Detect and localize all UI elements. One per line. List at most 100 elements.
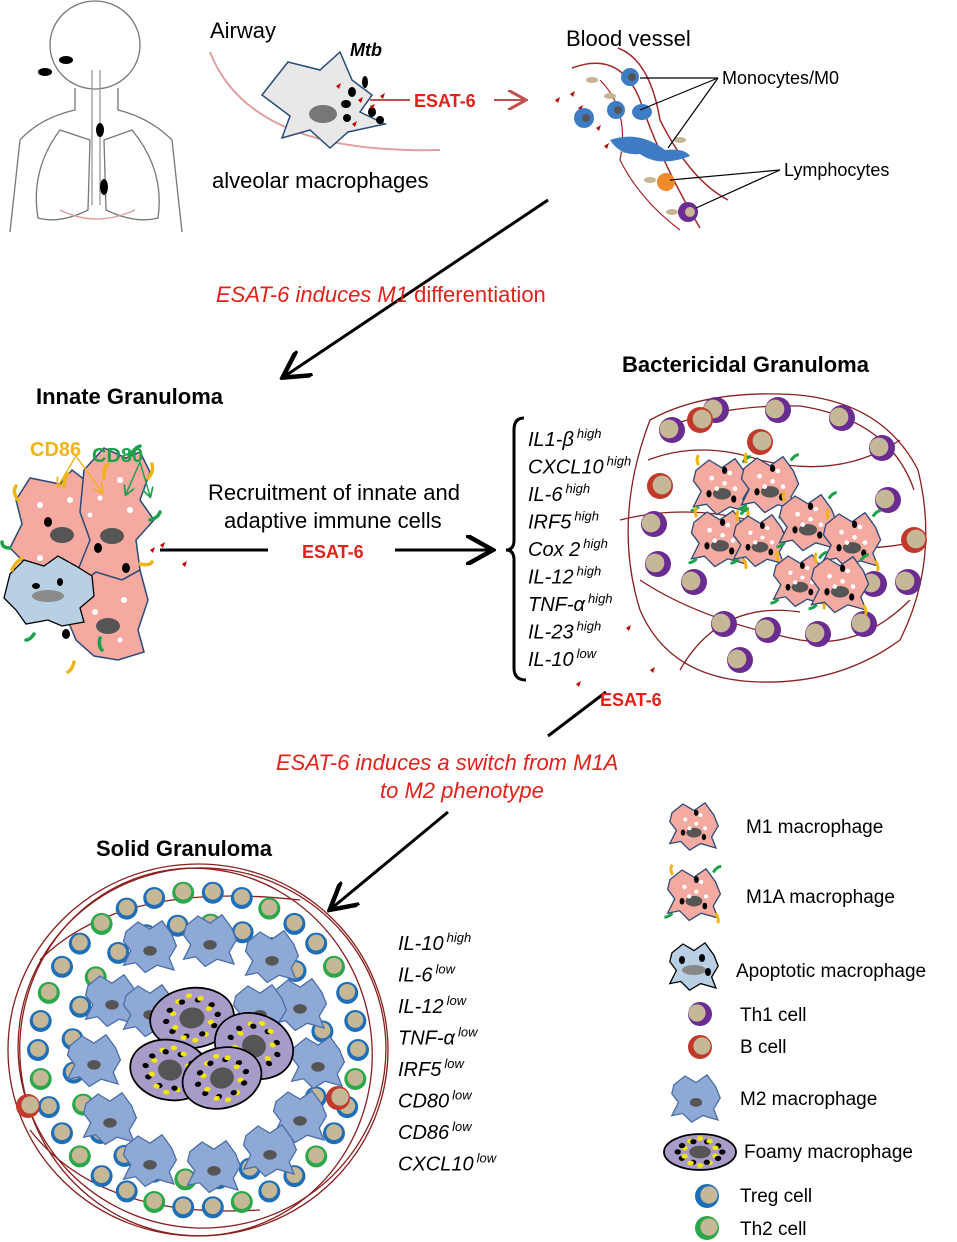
solid-marker-name: IL-6 [398,965,433,987]
th2-cell [29,1068,52,1090]
treg-cell-icon [695,1184,719,1208]
bactericidal-marker-name: IL-12 [528,567,574,589]
treg-cell [68,932,91,955]
bactericidal-marker-name: IL-10 [528,649,574,671]
m2-macrophage [272,1089,328,1144]
th1-cell [851,611,877,637]
th2-cell [172,881,195,904]
m1a-macrophage-icon [664,863,722,924]
th1-cell [869,435,895,461]
step1-caption-plain: differentiation [408,282,546,307]
b-cell [901,527,927,553]
bactericidal-marker-level: high [565,481,590,496]
m1a-macrophage-body [810,555,870,614]
th1-cell [875,487,901,513]
solid-marker-name: IRF5 [398,1059,442,1081]
treg-cell [344,1010,367,1032]
th2-cell [258,897,281,920]
th1-cell [755,617,781,643]
step1-caption-italic: ESAT-6 induces M1 [216,282,408,307]
solid-marker-level: low [444,1056,465,1071]
treg-cell [115,1180,138,1203]
m1a-macrophage [688,506,750,570]
lymphocytes-label: Lymphocytes [784,160,889,180]
apoptotic-macrophage-icon [668,942,719,992]
blood-vessel [571,47,729,231]
treg-cell [323,1122,345,1145]
bactericidal-marker-name: TNF-α [528,594,586,616]
step2-line1: ESAT-6 induces a switch from M1A [276,750,618,775]
monocytes-label: Monocytes/M0 [722,68,839,88]
cd80-label: CD80 [92,445,143,467]
bactericidal-marker-name: IL-23 [528,622,574,644]
legend-label-th2-cell: Th2 cell [740,1219,807,1240]
solid-title: Solid Granuloma [96,836,273,861]
b-cell [747,429,773,455]
treg-cell [29,1010,52,1032]
treg-cell [201,1196,224,1219]
th1-cell [641,511,667,537]
step1-caption: ESAT-6 induces M1 differentiation [216,282,546,307]
m1a-macrophage [776,490,838,554]
legend-label-th1-cell: Th1 cell [740,1005,807,1026]
recruitment-line1: Recruitment of innate and [208,480,460,505]
th1-cell [727,647,753,673]
th1-cell [681,569,707,595]
esat6-fragments-vessel [555,91,609,149]
treg-cell [258,1180,281,1203]
foamy-macrophage [181,1046,263,1110]
airway-label: Airway [210,18,276,43]
m2-macrophage [244,929,300,984]
solid-marker-level: low [452,1088,473,1103]
treg-cell [283,912,306,935]
th1-cell-icon [688,1002,712,1026]
th1-cell [765,397,791,423]
innate-title: Innate Granuloma [36,384,224,409]
treg-cell [27,1039,49,1061]
mtb-in-macrophage [341,76,384,124]
th1-cell [645,551,671,577]
treg-cell [166,914,189,937]
th2-cell [90,912,113,935]
th1-cell [805,621,831,647]
treg-cell [231,921,254,944]
m2-macrophage [66,1033,122,1088]
legend-label-m1-macrophage: M1 macrophage [746,817,883,838]
arrow-to-solid-lower [332,810,449,908]
treg-cell [143,887,166,909]
foamy-macrophage-icon [663,1133,737,1171]
m1a-macrophage-icon-body [666,867,722,922]
arrow-to-solid-upper [547,690,607,738]
esat6-fragments-innate [150,542,187,567]
bactericidal-title: Bactericidal Granuloma [622,352,870,377]
treg-cell [51,1122,73,1145]
alveolar-macrophage-shape [260,50,388,150]
treg-cell [115,897,138,920]
legend-label-treg-cell: Treg cell [740,1186,812,1207]
arrow-to-innate [285,198,549,376]
m1a-macrophage [690,454,752,518]
legend-label-m2-macrophage: M2 macrophage [740,1089,877,1110]
foamy-macrophage [149,986,235,1050]
b-cell [647,473,673,499]
step2-line2: to M2 phenotype [380,778,544,803]
th2-cell [230,1191,253,1213]
treg-cell [336,981,359,1004]
b-cell [16,1094,40,1118]
esat6-fragments-bracket [576,625,655,687]
treg-cell [201,881,224,904]
solid-marker-name: IL-10 [398,933,444,955]
bactericidal-marker-level: high [574,509,599,524]
m1-macrophage-icon [668,802,719,852]
solid-granuloma-boundary [7,863,389,1237]
th2-cell [37,981,60,1004]
treg-cell [107,941,130,964]
bactericidal-marker-level: high [577,426,602,441]
